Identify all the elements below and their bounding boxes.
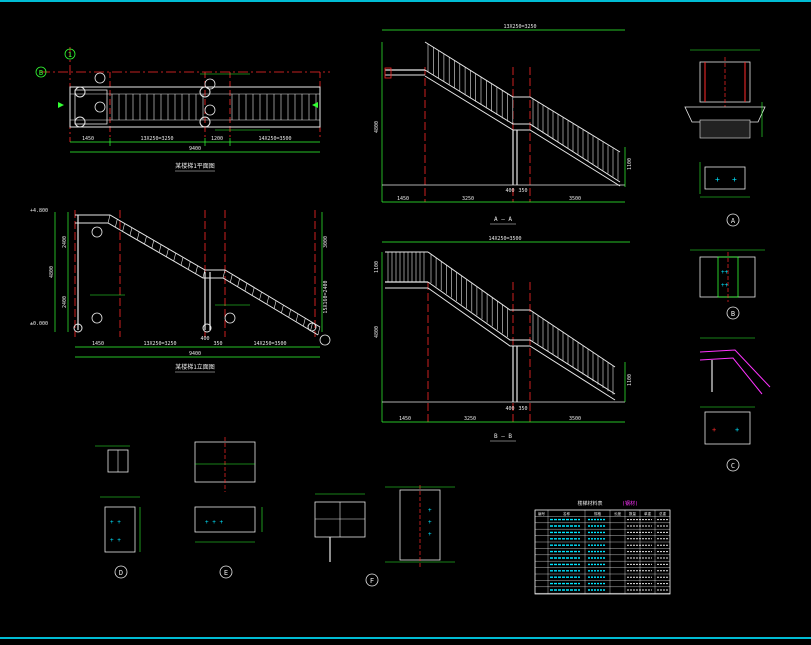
detail-a: + + A — [684, 49, 766, 227]
table-header-cell: 编号 — [538, 511, 546, 516]
elev-dim-4: 350 — [213, 341, 222, 347]
table-header-cell: 长度 — [614, 511, 622, 516]
elevation-view: +4.800 ±0.000 2400 4800 2400 3000 15X160… — [30, 208, 331, 373]
elev-dim-3: 400 — [200, 336, 209, 342]
svg-text:+ +: + + — [110, 519, 121, 526]
detail-c: + + C — [699, 337, 771, 472]
elev-height-3: 2400 — [62, 296, 68, 308]
sec-b-dim-4: 350 — [518, 406, 527, 412]
section-b-view: 14X250=3500 4800 1100 1450 3250 400 350 … — [374, 236, 633, 442]
table-header-cell: 规格 — [594, 511, 602, 516]
elevation-view-title: 某楼梯1立面图 — [175, 363, 215, 371]
svg-text:+: + — [735, 426, 739, 434]
svg-text:++: ++ — [721, 269, 729, 276]
detail-e-marker: E — [224, 569, 228, 577]
elev-right-height-2: 15X160=2400 — [323, 280, 329, 313]
material-table-title: 楼梯材料表 — [577, 500, 602, 507]
sec-b-height-dim: 1100 — [374, 261, 380, 273]
material-table-suffix: (钢材) — [622, 500, 638, 507]
elev-height-2: 4800 — [49, 266, 55, 278]
table-header-cell: 单重 — [644, 511, 652, 516]
sec-b-dim-1: 1450 — [399, 416, 411, 422]
detail-f-marker: F — [370, 577, 374, 585]
sec-b-dim-2: 3250 — [464, 416, 476, 422]
svg-text:+: + — [428, 507, 432, 514]
detail-a-marker: A — [731, 217, 736, 225]
detail-f: + + + F — [314, 485, 455, 587]
section-a-view: 13X250=3250 4800 1450 3250 400 350 3500 … — [374, 24, 633, 225]
elev-height-1: 2400 — [62, 236, 68, 248]
table-header-cell: 总重 — [659, 511, 667, 516]
sec-a-dim-1: 1450 — [397, 196, 409, 202]
section-a-title: A — A — [494, 216, 512, 223]
table-header-cell: 数量 — [629, 511, 637, 516]
elev-dim-5: 14X250=3500 — [253, 341, 286, 347]
sec-b-dim-3: 400 — [505, 406, 514, 412]
plan-dim-3: 1200 — [211, 136, 223, 142]
plan-dim-4: 14X250=3500 — [258, 136, 291, 142]
detail-b: ++ ++ B — [690, 249, 765, 320]
detail-e: + + + E — [194, 437, 263, 579]
elev-dim-1: 1450 — [92, 341, 104, 347]
elev-level-top: +4.800 — [30, 208, 48, 214]
axis-marker-1: 1 — [68, 51, 72, 59]
detail-d: + + + + D — [95, 445, 141, 579]
sec-a-dim-4: 350 — [518, 188, 527, 194]
svg-text:+: + — [715, 175, 720, 184]
sec-b-dim-5: 3500 — [569, 416, 581, 422]
plan-view: 1450 13X250=3250 1200 14X250=3500 9400 1… — [35, 47, 330, 172]
svg-text:+: + — [428, 519, 432, 526]
plan-dim-1: 1450 — [82, 136, 94, 142]
elev-dim-total: 9400 — [189, 351, 201, 357]
material-table: 楼梯材料表 (钢材) 编号 名称 规格 长度 数量 单重 总重 — [534, 500, 671, 595]
sec-a-dim-2: 3250 — [462, 196, 474, 202]
sec-b-right-dim: 1100 — [627, 374, 633, 386]
sec-a-top-dim: 13X250=3250 — [503, 24, 536, 30]
svg-text:++: ++ — [721, 282, 729, 289]
elev-right-height-1: 3000 — [323, 236, 329, 248]
axis-marker-b: B — [39, 69, 43, 77]
section-b-title: B — B — [494, 433, 512, 440]
plan-view-title: 某楼梯1平面图 — [175, 162, 215, 170]
svg-text:+: + — [732, 175, 737, 184]
svg-text:+: + — [428, 531, 432, 538]
sec-a-right-dim: 1100 — [627, 158, 633, 170]
sec-b-left-dim: 4800 — [374, 326, 380, 338]
sec-a-dim-5: 3500 — [569, 196, 581, 202]
svg-text:+: + — [712, 426, 716, 434]
sec-a-dim-3: 400 — [505, 188, 514, 194]
svg-text:+ +: + + — [110, 537, 121, 544]
detail-c-marker: C — [731, 462, 735, 470]
detail-d-marker: D — [119, 569, 123, 577]
sec-b-top-dim: 14X250=3500 — [488, 236, 521, 242]
sec-a-left-dim: 4800 — [374, 121, 380, 133]
elev-dim-2: 13X250=3250 — [143, 341, 176, 347]
detail-b-marker: B — [731, 310, 735, 318]
elev-level-bottom: ±0.000 — [30, 321, 48, 327]
plan-dim-2: 13X250=3250 — [140, 136, 173, 142]
plan-dim-total: 9400 — [189, 146, 201, 152]
table-header-cell: 名称 — [563, 511, 571, 516]
svg-text:+ + +: + + + — [205, 519, 223, 526]
